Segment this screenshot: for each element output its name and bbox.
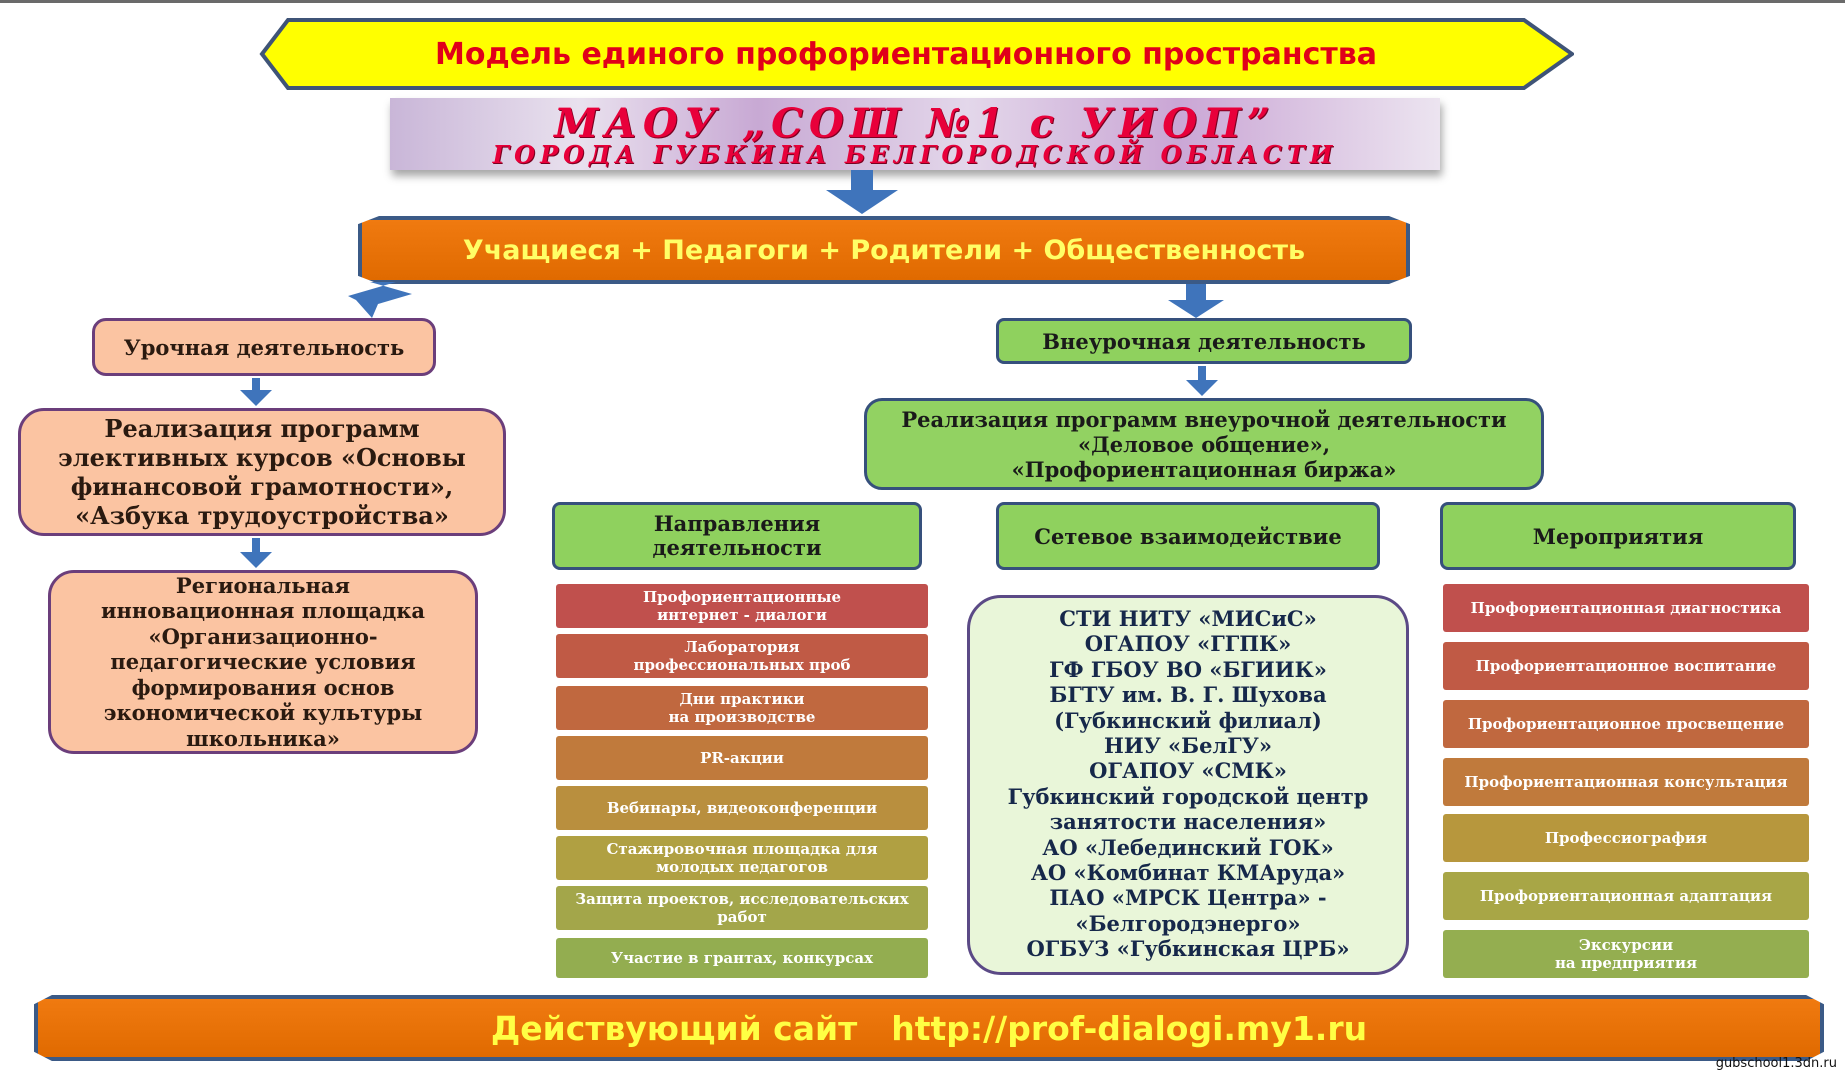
arrow-head [826,190,898,214]
platform-line: школьника» [186,725,340,751]
partner-line: СТИ НИТУ «МИСиС» [1059,606,1317,631]
school-city: ГОРОДА ГУБКИНА БЕЛГОРОДСКОЙ ОБЛАСТИ [492,140,1338,169]
program-line: «Деловое общение», [1077,431,1331,457]
event-item: Профориентационное просвещение [1443,700,1809,748]
item-text: Лаборатория [684,638,800,656]
arrow-head [1186,380,1218,396]
top-border-line [0,0,1845,3]
item-text: Дни практики [679,690,805,708]
arrow-shaft [1198,366,1206,380]
item-text: на предприятия [1554,954,1698,972]
platform-line: педагогические условия [110,649,416,675]
partner-line: ОГАПОУ «ГГПК» [1084,631,1292,657]
partner-line: АО «Комбинат КМАруда» [1030,860,1346,886]
item-text: Профориентационная диагностика [1470,599,1782,617]
site-footer-bar: Действующий сайт http://prof-dialogi.my1… [34,995,1824,1061]
item-text: Стажировочная площадка для [606,840,878,858]
watermark: gubschool1.3dn.ru [1715,1056,1837,1071]
item-text: на производстве [668,708,816,726]
extracurricular-activity-box: Внеурочная деятельность [996,318,1412,364]
partner-line: занятости населения» [1049,809,1327,835]
network-header: Сетевое взаимодействие [996,502,1380,570]
item-text: Участие в грантах, конкурсах [610,949,874,967]
school-banner: МАОУ „СОШ №1 с УИОП” ГОРОДА ГУБКИНА БЕЛГ… [390,98,1440,170]
partner-line: (Губкинский филиал) [1054,707,1322,733]
title-banner: Модель единого профориентационного прост… [238,18,1574,90]
arrow-shaft [252,538,260,552]
item-text: Профориентационное воспитание [1475,657,1777,675]
platform-line: формирования основ [131,674,395,700]
lesson-activity-box: Урочная деятельность [92,318,436,376]
arrow-head [240,390,272,406]
item-text: Профессиография [1544,829,1708,847]
item-text: интернет - диалоги [657,606,827,624]
item-text: профессиональных проб [633,656,851,674]
school-name: МАОУ „СОШ №1 с УИОП” [554,100,1276,147]
direction-item: PR-акции [556,736,928,780]
platform-line: инновационная площадка [100,598,426,624]
page-title: Модель единого профориентационного прост… [435,36,1377,72]
item-text: PR-акции [700,749,784,767]
partner-line: Губкинский городской центр [1007,783,1369,809]
events-header: Мероприятия [1440,502,1796,570]
event-item: Профориентационная консультация [1443,758,1809,806]
event-item: Профориентационная диагностика [1443,584,1809,632]
platform-line: экономической культуры [103,700,423,726]
item-text: Профориентационные [642,588,842,606]
arrow-shaft [851,170,873,190]
program-line: Реализация программ внеурочной деятельно… [901,406,1507,432]
event-item: Профориентационная адаптация [1443,872,1809,920]
partner-line: ОГАПОУ «СМК» [1089,758,1287,784]
program-line: Реализация программ [104,414,420,443]
partner-line: НИУ «БелГУ» [1104,733,1272,759]
arrow-head [348,282,412,318]
item-text: Экскурсии [1578,936,1674,954]
title-hexagon-shape [259,18,1574,90]
platform-line: Региональная [175,572,351,598]
item-text: Профориентационная консультация [1464,773,1788,791]
program-line: «Азбука трудоустройства» [75,501,449,530]
platform-line: «Организационно- [148,623,378,649]
item-text: молодых педагогов [656,858,828,876]
partner-line: ОГБУЗ «Губкинская ЦРБ» [1026,936,1350,962]
arrow-head [240,552,272,568]
header-line: деятельности [652,535,822,560]
item-text: Вебинары, видеоконференции [606,799,878,817]
partner-line: АО «Лебединский ГОК» [1042,834,1334,860]
item-text: Профориентационное просвещение [1467,715,1785,733]
partner-line: БГТУ им. В. Г. Шухова [1049,682,1327,708]
site-url-link[interactable]: http://prof-dialogi.my1.ru [891,1008,1368,1048]
item-text: работ [717,908,767,926]
program-line: элективных курсов «Основы [58,443,466,472]
program-line: финансовой грамотности», [70,472,454,501]
direction-item: Вебинары, видеоконференции [556,786,928,830]
header-line: Направления [653,511,821,536]
item-text: Профориентационная адаптация [1479,887,1773,905]
event-item: Профориентационное воспитание [1443,642,1809,690]
direction-item: Участие в грантах, конкурсах [556,938,928,978]
participants-bar: Учащиеся + Педагоги + Родители + Обществ… [358,216,1410,284]
arrow-shaft [1186,284,1206,300]
event-item: Профессиография [1443,814,1809,862]
footer-label: Действующий сайт [490,1008,858,1048]
program-line: «Профориентационная биржа» [1011,456,1397,482]
arrow-shaft [252,378,260,390]
extracurricular-programs-box: Реализация программ внеурочной деятельно… [864,398,1544,490]
network-partners-box: СТИ НИТУ «МИСиС»ОГАПОУ «ГГПК»ГФ ГБОУ ВО … [967,595,1409,975]
item-text: Защита проектов, исследовательских [575,890,909,908]
arrow-head [1168,300,1224,318]
partner-line: ПАО «МРСК Центра» - [1049,885,1327,911]
partner-line: «Белгородэнерго» [1075,910,1301,936]
partner-line: ГФ ГБОУ ВО «БГИИК» [1049,656,1327,682]
